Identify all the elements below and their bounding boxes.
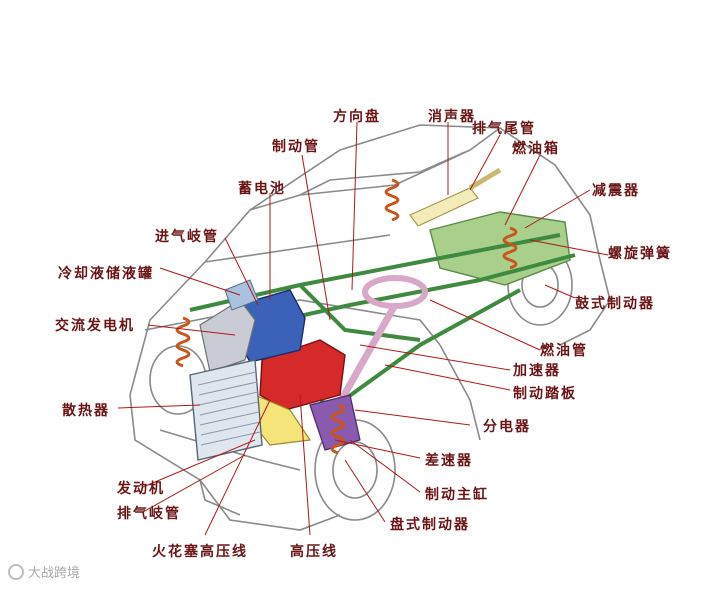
watermark-logo-icon [8,564,24,580]
label-ht-lead: 高压线 [290,541,338,561]
label-coolant-reservoir: 冷却液储液罐 [58,263,154,283]
label-intake-manifold: 进气岐管 [155,226,219,246]
label-brake-pedal: 制动踏板 [513,383,577,403]
label-engine: 发动机 [117,478,165,498]
label-exhaust-manifold: 排气岐管 [117,503,181,523]
watermark-text: 大战跨境 [28,562,80,581]
watermark: 大战跨境 [8,562,80,581]
label-radiator: 散热器 [62,400,110,420]
label-muffler: 消声器 [428,106,476,126]
radiator-shape [190,360,262,460]
label-steering-wheel: 方向盘 [333,106,381,126]
tailpipe-shape [470,170,500,188]
label-alternator: 交流发电机 [55,315,135,335]
label-coil-spring: 螺旋弹簧 [608,243,672,263]
label-spark-plug-wire: 火花塞高压线 [152,541,248,561]
label-accelerator: 加速器 [513,360,561,380]
label-brake-pipe: 制动管 [272,136,320,156]
leader-lines [118,122,608,535]
label-fuel-line: 燃油管 [540,340,588,360]
label-tailpipe: 排气尾管 [472,118,536,138]
front-left-spring [177,318,189,366]
label-shock-absorber: 减震器 [592,180,640,200]
label-fuel-tank: 燃油箱 [512,138,560,158]
label-drum-brake: 鼓式制动器 [575,293,655,313]
label-disc-brake: 盘式制动器 [390,514,470,534]
label-differential: 差速器 [425,450,473,470]
label-battery: 蓄电池 [238,178,286,198]
label-distributor: 分电器 [483,416,531,436]
label-master-cylinder: 制动主缸 [425,484,489,504]
